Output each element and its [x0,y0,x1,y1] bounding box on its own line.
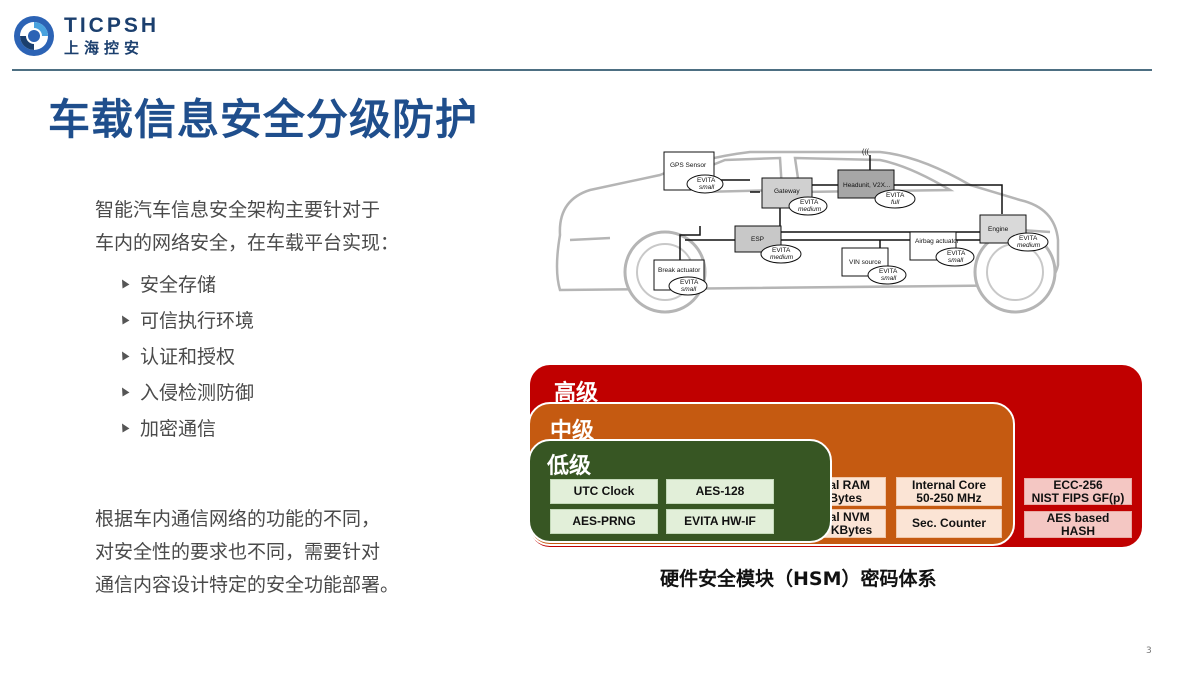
list-item: 入侵检测防御 [118,373,255,409]
ecu-label: Headunit, V2X... [843,182,891,189]
ecu-node: Break actuator EVITA small [653,259,708,296]
level-label-low: 低级 [547,454,592,479]
evita-size: full [891,199,900,206]
evita-level: EVITA [680,279,699,286]
list-item: 加密通信 [118,409,254,445]
evita-size: medium [770,254,794,261]
ecu-label: Gateway [774,188,800,195]
evita-level: EVITA [697,177,716,184]
evita-size: small [681,286,697,293]
evita-level: EVITA [1019,235,1038,242]
evita-size: medium [1017,242,1041,249]
ecu-label: VIN source [849,259,882,266]
page-title: 车载信息安全分级防护 [48,95,479,144]
ecu-node: Gateway EVITA medium [761,177,828,216]
ecu-node: VIN source EVITA small [841,247,907,285]
bullet-triangle-icon [118,385,130,397]
hsm-cell-utc: UTC Clock [550,479,658,504]
list-item-label: 安全存储 [140,273,217,296]
evita-size: small [948,257,964,264]
ecu-node: Engine EVITA medium [979,214,1049,252]
hsm-cell-evita-hwif: EVITA HW-IF [666,509,774,534]
evita-level: EVITA [886,192,905,199]
logo-icon [14,16,54,56]
ecu-node: GPS Sensor EVITA small [663,151,724,194]
list-item: 认证和授权 [118,337,254,373]
outro-paragraph: 根据车内通信网络的功能的不同， 对安全性的要求也不同，需要针对 通信内容设计特定… [95,503,399,602]
feature-list: 安全存储 可信执行环境 认证和授权 入侵检测防御 加密通信 [118,265,255,445]
outro-line: 对安全性的要求也不同，需要针对 [95,541,381,563]
evita-level: EVITA [772,247,791,254]
logo-text-cn: 上海控安 [64,39,145,57]
ecu-label: ESP [751,236,764,243]
logo-text-en: TICPSH [64,14,160,37]
hsm-level-low: 低级 UTC Clock AES-128 AES-PRNG EVITA HW-I… [528,439,832,543]
hsm-cell-prng: AES-PRNG [550,509,658,534]
intro-paragraph: 智能汽车信息安全架构主要针对于 车内的网络安全，在车载平台实现： [95,194,399,260]
ecu-node: Airbag actuator EVITA small [909,231,975,267]
page-number: 3 [1146,646,1152,656]
car-ecu-diagram: ((( GPS Sensor EVITA small Gateway EVITA… [555,149,1060,314]
hsm-cell-aes128: AES-128 [666,479,774,504]
intro-line: 车内的网络安全，在车载平台实现： [95,232,400,254]
hsm-caption: 硬件安全模块（HSM）密码体系 [660,568,937,590]
bullet-triangle-icon [118,313,130,325]
header-divider [12,69,1152,71]
list-item-label: 认证和授权 [140,345,236,368]
outro-line: 通信内容设计特定的安全功能部署。 [95,574,400,596]
outro-line: 根据车内通信网络的功能的不同， [95,508,381,530]
antenna-icon: ((( [862,149,870,156]
level-label-high: 高级 [554,381,599,406]
list-item: 可信执行环境 [118,301,255,337]
ecu-label: Engine [988,226,1009,233]
evita-level: EVITA [879,268,898,275]
ecu-label: GPS Sensor [670,162,707,169]
ecu-label: Airbag actuator [915,238,960,245]
hsm-cell-counter: Sec. Counter [896,509,1002,538]
evita-size: small [699,184,715,191]
evita-size: medium [798,206,822,213]
evita-size: small [881,275,897,282]
bullet-triangle-icon [118,277,130,289]
list-item-label: 入侵检测防御 [140,381,255,404]
ecu-node: Headunit, V2X... EVITA full [837,169,916,209]
evita-level: EVITA [947,250,966,257]
bullet-triangle-icon [118,349,130,361]
ecu-node: ESP EVITA medium [734,225,802,264]
list-item: 安全存储 [118,265,254,301]
ecu-label: Break actuator [658,267,701,274]
bullet-triangle-icon [118,421,130,433]
list-item-label: 加密通信 [140,417,217,440]
evita-level: EVITA [800,199,819,206]
list-item-label: 可信执行环境 [140,309,255,332]
intro-line: 智能汽车信息安全架构主要针对于 [95,199,381,221]
